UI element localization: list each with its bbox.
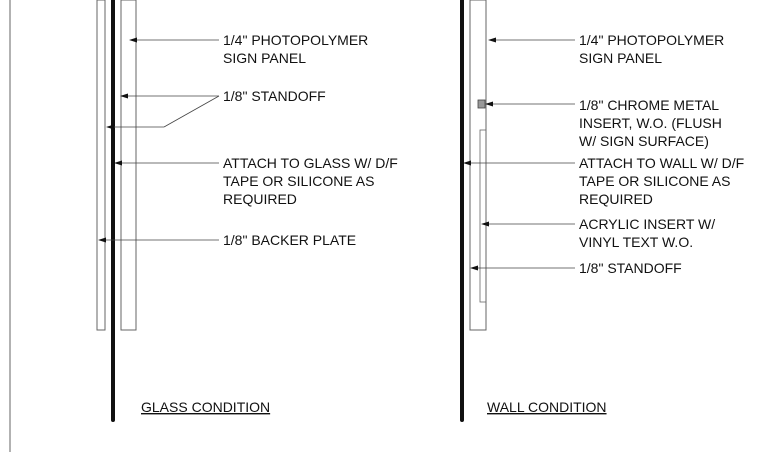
glass-sign-panel xyxy=(120,0,137,331)
glass-label-attach-line3: REQUIRED xyxy=(223,191,297,207)
glass-label-standoff-line1: 1/8" STANDOFF xyxy=(223,88,326,104)
wall-label-acrylic-line2: VINYL TEXT W.O. xyxy=(579,234,693,250)
wall-label-acrylic-line1: ACRYLIC INSERT W/ xyxy=(579,216,715,232)
glass-label-backer-line1: 1/8" BACKER PLATE xyxy=(223,232,356,248)
glass-label-standoff: 1/8" STANDOFF xyxy=(223,88,326,104)
wall-chrome-insert xyxy=(477,99,486,109)
wall-arrowhead-chrome xyxy=(485,101,493,107)
glass-label-attach-line2: TAPE OR SILICONE AS xyxy=(223,173,374,189)
wall-label-standoff-line1: 1/8" STANDOFF xyxy=(579,260,682,276)
glass-label-photopolymer-line1: 1/4" PHOTOPOLYMER xyxy=(223,32,368,48)
wall-label-standoff: 1/8" STANDOFF xyxy=(579,260,682,276)
wall-label-photopolymer-line2: SIGN PANEL xyxy=(579,50,662,66)
wall-condition-detail: 1/4" PHOTOPOLYMER SIGN PANEL 1/8" CHROME… xyxy=(460,0,748,422)
wall-label-chrome-line2: INSERT, W.O. (FLUSH xyxy=(579,115,722,131)
glass-arrowhead-attach xyxy=(114,160,122,166)
wall-label-chrome-line3: W/ SIGN SURFACE) xyxy=(579,133,709,149)
glass-arrowhead-standoff-lower xyxy=(106,124,114,130)
glass-label-backer: 1/8" BACKER PLATE xyxy=(223,232,356,248)
wall-condition-title: WALL CONDITION xyxy=(487,399,607,415)
wall-sign-panel xyxy=(469,0,487,331)
wall-arrowhead-photopolymer xyxy=(488,37,496,43)
glass-label-photopolymer: 1/4" PHOTOPOLYMER SIGN PANEL xyxy=(223,32,372,66)
glass-leader-standoff-diagonal xyxy=(163,95,220,128)
wall-label-attach: ATTACH TO WALL W/ D/F TAPE OR SILICONE A… xyxy=(579,155,748,207)
glass-label-attach: ATTACH TO GLASS W/ D/F TAPE OR SILICONE … xyxy=(223,155,402,207)
glass-condition-detail: 1/4" PHOTOPOLYMER SIGN PANEL 1/8" STANDO… xyxy=(96,0,402,422)
wall-label-attach-line3: REQUIRED xyxy=(579,191,653,207)
wall-label-acrylic: ACRYLIC INSERT W/ VINYL TEXT W.O. xyxy=(579,216,719,250)
wall-label-attach-line1: ATTACH TO WALL W/ D/F xyxy=(579,155,744,171)
wall-arrowhead-acrylic xyxy=(481,221,489,227)
wall-arrowhead-standoff xyxy=(470,265,478,271)
glass-label-photopolymer-line2: SIGN PANEL xyxy=(223,50,306,66)
wall-label-photopolymer: 1/4" PHOTOPOLYMER SIGN PANEL xyxy=(579,32,728,66)
glass-label-attach-line1: ATTACH TO GLASS W/ D/F xyxy=(223,155,398,171)
wall-label-chrome: 1/8" CHROME METAL INSERT, W.O. (FLUSH W/… xyxy=(579,97,726,149)
glass-arrowhead-photopolymer xyxy=(129,37,137,43)
glass-arrowhead-standoff xyxy=(120,93,128,99)
glass-arrowhead-backer xyxy=(98,237,106,243)
wall-arrowhead-attach xyxy=(463,160,471,166)
glass-backer-plate xyxy=(96,0,106,331)
wall-label-chrome-line1: 1/8" CHROME METAL xyxy=(579,97,719,113)
wall-label-photopolymer-line1: 1/4" PHOTOPOLYMER xyxy=(579,32,724,48)
wall-acrylic-insert xyxy=(479,129,487,303)
glass-condition-title: GLASS CONDITION xyxy=(141,399,270,415)
wall-label-attach-line2: TAPE OR SILICONE AS xyxy=(579,173,730,189)
